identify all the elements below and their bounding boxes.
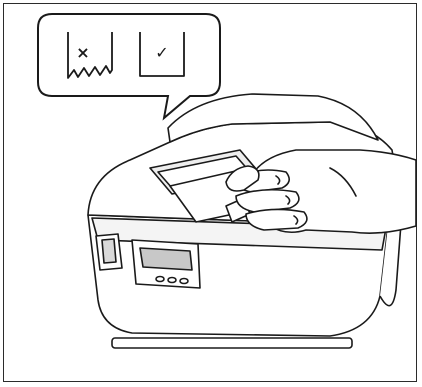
check-mark-icon: ✓ <box>155 43 168 62</box>
callout-bubble <box>38 14 220 118</box>
cross-mark-icon: × <box>76 43 89 62</box>
